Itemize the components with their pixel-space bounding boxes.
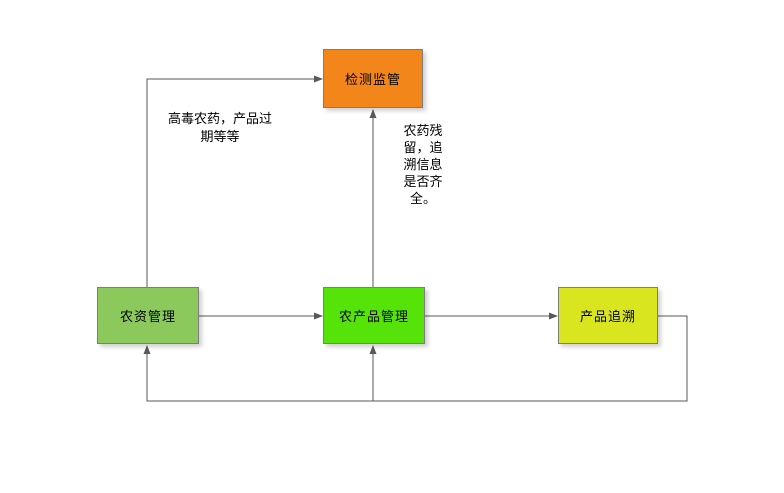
node-product-traceability[interactable]: 产品追溯 [558, 287, 658, 344]
connector-agri-materials-to-inspection [146, 75, 323, 287]
node-agri-materials-management[interactable]: 农资管理 [97, 287, 199, 344]
annotation-residue-traceability-note: 农药残 留，追 溯信息 是否齐 全。 [403, 123, 443, 206]
node-inspection-supervision[interactable]: 检测监管 [323, 49, 423, 108]
node-product-traceability-label: 产品追溯 [579, 309, 636, 324]
node-inspection-supervision-label: 检测监管 [344, 72, 401, 87]
connector-traceability-feedback-to-agri-materials [143, 315, 688, 402]
node-agri-materials-management-label: 农资管理 [119, 309, 176, 324]
node-agri-products-management[interactable]: 农产品管理 [323, 287, 425, 344]
annotation-toxic-pesticide-note: 高毒农药，产品过 期等等 [167, 111, 272, 144]
node-agri-products-management-label: 农产品管理 [338, 309, 409, 324]
